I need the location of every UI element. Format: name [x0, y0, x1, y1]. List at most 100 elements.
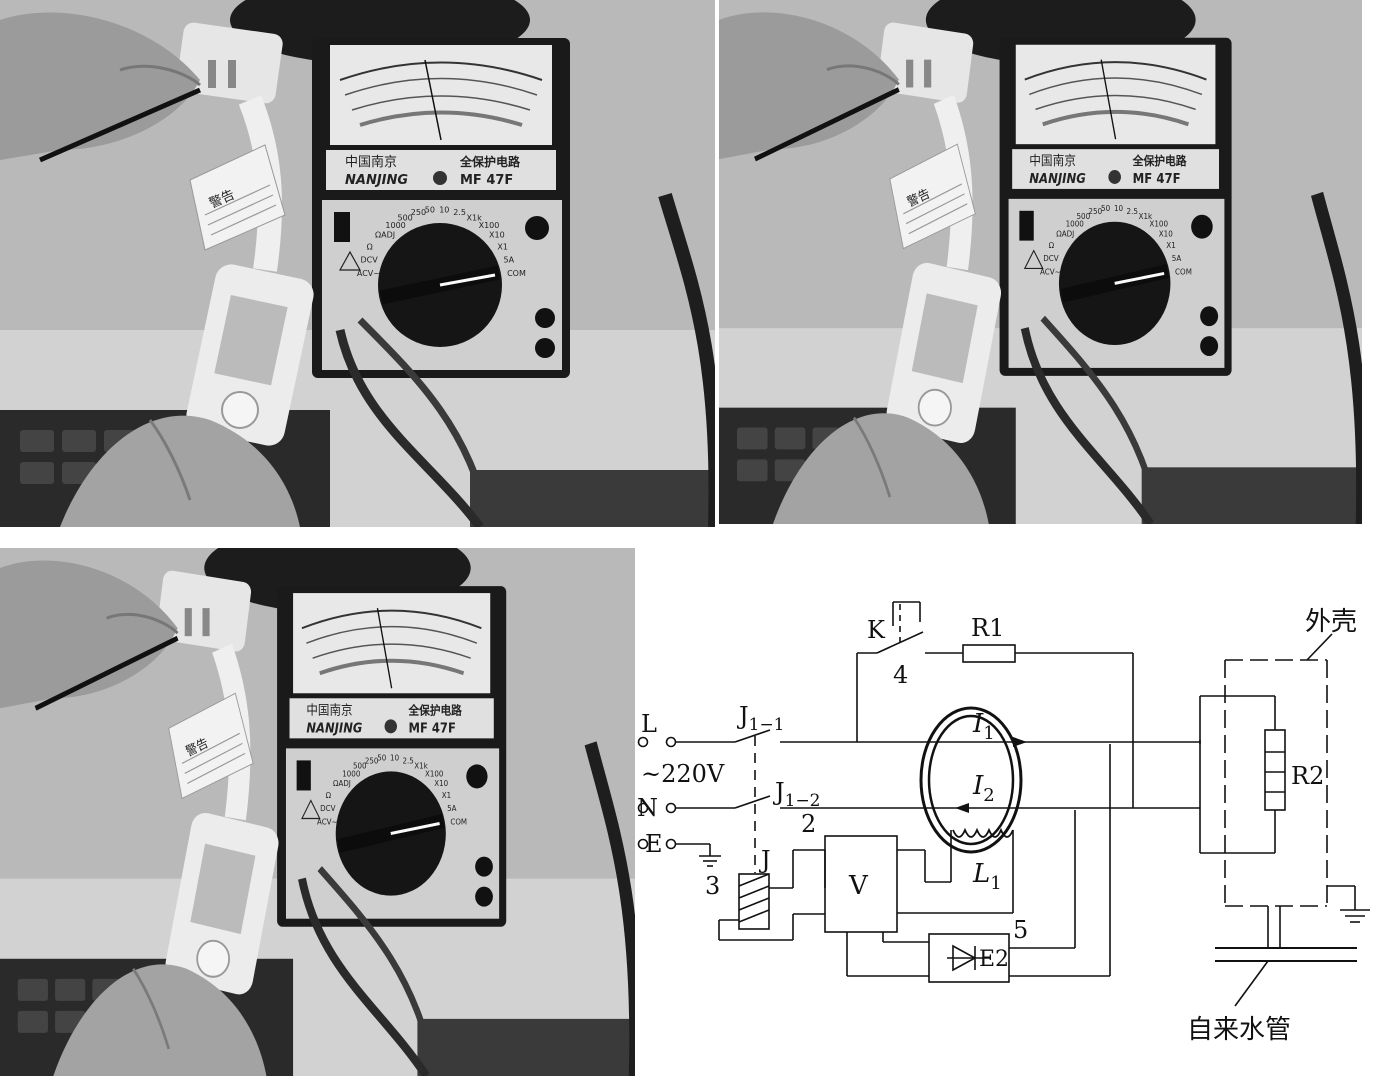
meter-scale-label: 10	[1114, 204, 1123, 213]
test-lead	[1040, 315, 1163, 524]
label-E: E	[645, 830, 663, 858]
terminal-N-in	[637, 802, 649, 814]
coil-L1	[952, 827, 1014, 838]
label-shell: 外壳	[1305, 607, 1357, 637]
meter-scale-label: X10	[489, 231, 505, 240]
meter-brand: NANJING	[345, 173, 408, 188]
amplifier-V	[824, 835, 898, 933]
terminal-L-out	[665, 736, 677, 748]
meter-scale-label: Ω	[326, 790, 332, 800]
meter-scale-label: DCV	[320, 803, 336, 813]
meter-banner: 全保护电路	[459, 154, 521, 169]
meter-scale-label: 50	[377, 753, 386, 763]
switch-J1-1	[734, 729, 771, 743]
meter-scale-label: X100	[425, 769, 444, 779]
meter-scale-label: ACV~	[1040, 267, 1061, 276]
meter-scale-label: 2.5	[1127, 206, 1139, 215]
label-R1: R1	[971, 614, 1004, 642]
label-5: 5	[1013, 916, 1028, 944]
label-I2: I2	[972, 771, 995, 806]
terminal-N-out	[665, 802, 677, 814]
pliers	[1310, 191, 1362, 524]
meter-cn-brand: 中国南京	[345, 154, 397, 170]
multimeter: 中国南京 全保护电路 NANJING MF 47F ACV~DCVΩΩADJ10…	[999, 37, 1232, 376]
meter-scale-label: 50	[425, 205, 435, 214]
meter-scale-label: 500	[398, 213, 413, 222]
meter-scale-label: ACV~	[357, 269, 380, 278]
meter-cn-brand: 中国南京	[306, 702, 352, 718]
meter-scale-label: COM	[450, 817, 467, 827]
meter-scale-label: ACV~	[317, 817, 337, 827]
meter-banner: 全保护电路	[1132, 154, 1187, 169]
meter-scale-label: X100	[479, 221, 500, 230]
warning-tag: 警告	[168, 692, 254, 800]
meter-scale-label: 5A	[1172, 253, 1182, 262]
meter-scale-label: Ω	[1049, 241, 1055, 250]
switch-J1-2	[734, 795, 771, 809]
meter-scale-label: X1	[497, 242, 508, 251]
meter-scale-label: X1	[442, 790, 452, 800]
probe	[34, 635, 179, 711]
label-L: L	[641, 710, 657, 738]
hand	[0, 560, 179, 709]
meter-scale-label: 250	[365, 756, 379, 766]
label-N: N	[637, 794, 658, 822]
meter-scale-label: 2.5	[453, 208, 466, 217]
meter-scale-label: 1000	[342, 769, 360, 779]
terminal-E-in	[637, 838, 649, 850]
diode-icon	[952, 944, 977, 972]
meter-scale-label: COM	[507, 269, 526, 278]
current-transformer-outer	[919, 706, 1023, 854]
meter-scale-label: X10	[1159, 229, 1173, 238]
hand	[772, 413, 989, 524]
current-arrow-I1	[1013, 737, 1027, 747]
meter-scale-label: 2.5	[402, 756, 413, 766]
test-lead	[357, 317, 494, 527]
label-voltage: ~220V	[641, 760, 725, 788]
test-lead	[335, 329, 484, 527]
label-J1-2: J1−2	[772, 778, 821, 811]
meter-scale-label: X1k	[414, 761, 428, 771]
resistor-R1	[962, 644, 1016, 663]
leakage-protector-plug	[156, 570, 279, 995]
meter-scale-label: 10	[390, 753, 399, 763]
photo-scene: 中国南京 全保护电路 NANJING MF 47F ACV~DCVΩΩADJ10…	[0, 548, 635, 1076]
meter-scale-label: DCV	[1043, 253, 1059, 262]
meter-scale-label: 5A	[504, 255, 515, 264]
meter-model: MF 47F	[409, 721, 456, 736]
pliers	[584, 741, 635, 1076]
rectifier-E2	[928, 933, 1010, 983]
meter-scale-label: X1k	[1139, 212, 1153, 221]
test-lead	[298, 877, 430, 1076]
meter-scale-label: DCV	[361, 255, 379, 264]
leakage-protector-plug	[176, 22, 314, 446]
meter-scale-label: Ω	[367, 242, 373, 251]
label-E2: E2	[979, 947, 1009, 972]
label-4: 4	[893, 661, 908, 689]
test-lead	[1020, 327, 1154, 524]
leakage-protector-plug	[877, 22, 1002, 444]
meter-scale-label: ΩADJ	[333, 779, 351, 789]
meter-scale-label: 10	[439, 205, 449, 214]
multimeter: 中国南京 全保护电路 NANJING MF 47F ACV~DCVΩΩADJ10…	[277, 586, 507, 927]
label-J1-1: J1−1	[736, 702, 785, 735]
meter-scale-label: ΩADJ	[375, 231, 395, 240]
meter-model: MF 47F	[460, 173, 513, 188]
label-2: 2	[801, 810, 816, 838]
probe	[38, 87, 202, 163]
hand	[0, 12, 201, 160]
label-3: 3	[705, 872, 720, 900]
relay-coil-J	[738, 873, 770, 930]
meter-scale-label: X10	[434, 779, 448, 789]
hand	[719, 12, 900, 160]
terminal-L-in	[637, 736, 649, 748]
meter-scale-label: X1	[1166, 241, 1176, 250]
current-transformer-inner	[927, 714, 1015, 846]
label-J: J	[758, 846, 771, 874]
label-V: V	[848, 871, 869, 901]
current-arrow-I2	[955, 803, 969, 813]
meter-scale-label: 50	[1101, 204, 1110, 213]
hand	[53, 964, 267, 1076]
